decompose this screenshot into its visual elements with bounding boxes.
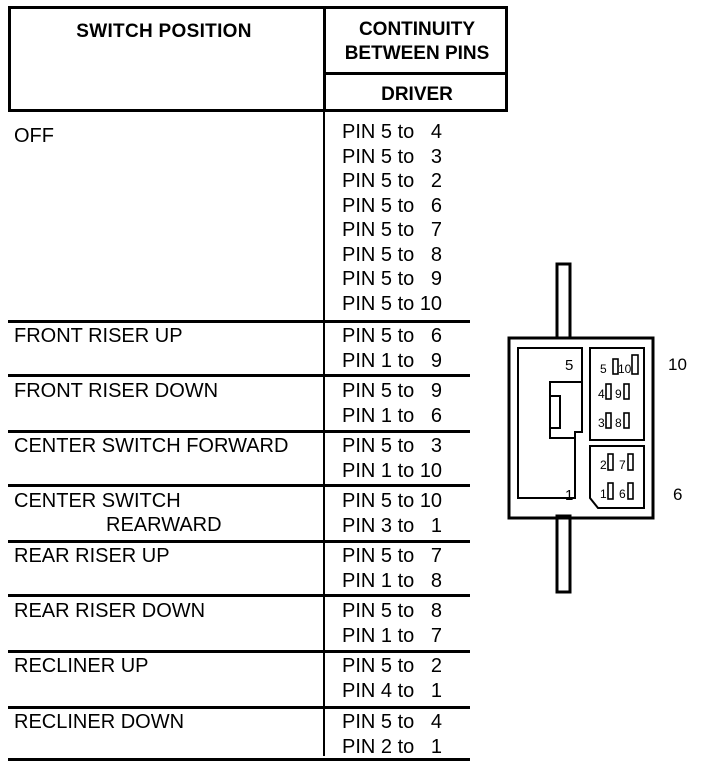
connector-top-tab	[555, 262, 572, 340]
pin-slot	[605, 412, 612, 429]
switch-position-label: FRONT RISER UP	[14, 325, 183, 347]
pin-pair: PIN 2 to 1	[342, 735, 443, 758]
header-border	[8, 6, 508, 112]
switch-position-label: REAR RISER DOWN	[14, 600, 206, 622]
row-divider	[8, 484, 470, 487]
pin-slot	[612, 358, 619, 375]
pin-pair: PIN 1 to 9	[342, 349, 443, 372]
pin-pair: PIN 1 to 10	[342, 459, 443, 482]
pin-continuity-list: PIN 5 to 10 PIN 3 to 1	[342, 489, 442, 538]
pin-label-8: 8	[615, 416, 622, 430]
pin-continuity-list: PIN 5 to 2 PIN 4 to 1	[342, 654, 442, 703]
pin-label-2: 2	[600, 458, 607, 472]
pin-pair: PIN 5 to 6	[342, 194, 443, 217]
continuity-heading-line2: BETWEEN PINS	[344, 43, 490, 64]
pin-pair: PIN 4 to 1	[342, 679, 443, 702]
pin-label-9: 9	[615, 387, 622, 401]
pin-label-4: 4	[598, 387, 605, 401]
pin-label-1: 1	[600, 487, 607, 501]
pin-pair: PIN 1 to 6	[342, 404, 443, 427]
pin-pair: PIN 5 to 7	[342, 219, 443, 241]
pin-continuity-list: PIN 5 to 3 PIN 1 to 10	[342, 434, 442, 483]
row-divider	[8, 594, 470, 597]
pin-pair: PIN 5 to 2	[342, 170, 443, 192]
switch-position-label: CENTER SWITCH FORWARD	[14, 435, 289, 457]
row-divider	[8, 320, 470, 323]
row-divider	[8, 374, 470, 377]
driver-heading: DRIVER	[381, 84, 453, 105]
pin-label-10: 10	[618, 362, 632, 376]
pin-pair: PIN 5 to 10	[342, 292, 443, 315]
pin-pair: PIN 3 to 1	[342, 514, 443, 537]
pin-label-3: 3	[598, 416, 605, 430]
pin-continuity-list: PIN 5 to 7 PIN 1 to 8	[342, 544, 442, 593]
pin-label-6: 6	[619, 487, 626, 501]
pin-pair: PIN 5 to 9	[342, 380, 443, 402]
pin-pair: PIN 5 to 9	[342, 268, 443, 290]
pin-pair: PIN 5 to 8	[342, 243, 443, 266]
pin-pair: PIN 5 to 2	[342, 655, 443, 677]
continuity-heading: CONTINUITY BETWEEN PINS	[326, 18, 508, 66]
pin-continuity-list: PIN 5 to 9 PIN 1 to 6	[342, 379, 442, 428]
connector-bottom-tab	[555, 514, 572, 594]
row-divider	[8, 650, 470, 653]
pin-slot	[627, 482, 634, 500]
outer-label-5: 5	[565, 357, 573, 374]
switch-position-label: OFF	[14, 125, 54, 147]
pin-pair: PIN 1 to 8	[342, 569, 443, 592]
pin-slot	[605, 383, 612, 400]
pin-label-5: 5	[600, 362, 607, 376]
pin-pair: PIN 5 to 4	[342, 711, 443, 733]
continuity-heading-line1: CONTINUITY	[358, 19, 476, 40]
pin-continuity-list: PIN 5 to 4 PIN 5 to 3 PIN 5 to 2 PIN 5 t…	[342, 120, 442, 316]
row-divider	[8, 706, 470, 709]
pin-pair: PIN 5 to 3	[342, 435, 443, 457]
switch-position-heading: SWITCH POSITION	[76, 21, 252, 42]
pin-slot	[607, 482, 614, 500]
pin-pair: PIN 5 to 4	[342, 121, 443, 143]
switch-position-label: RECLINER UP	[14, 655, 149, 677]
pin-slot	[631, 354, 639, 375]
pin-continuity-list: PIN 5 to 4 PIN 2 to 1	[342, 710, 442, 759]
pin-pair: PIN 5 to 8	[342, 600, 443, 622]
table-column-divider	[323, 112, 325, 756]
header-column-divider	[323, 6, 326, 112]
pin-label-7: 7	[619, 458, 626, 472]
table-header: SWITCH POSITION CONTINUITY BETWEEN PINS …	[8, 6, 508, 112]
pin-pair: PIN 1 to 7	[342, 624, 443, 647]
connector-key-step	[550, 395, 561, 429]
pin-block-lower	[589, 445, 645, 509]
outer-label-6: 6	[673, 485, 682, 504]
switch-position-label: RECLINER DOWN	[14, 711, 185, 733]
row-divider	[8, 430, 470, 433]
switch-position-label: CENTER SWITCH	[14, 490, 181, 512]
pin-slot	[607, 453, 614, 471]
pin-pair: PIN 5 to 10	[342, 490, 443, 512]
pin-slot	[627, 453, 634, 471]
connector-key-notch	[549, 381, 582, 439]
connector-inner-outline	[517, 347, 583, 499]
switch-position-label-continued: REARWARD	[106, 514, 222, 536]
pin-slot	[623, 412, 630, 429]
switch-position-label: FRONT RISER DOWN	[14, 380, 219, 402]
connector-housing	[507, 336, 655, 520]
pin-pair: PIN 5 to 3	[342, 145, 443, 168]
pin-pair: PIN 5 to 6	[342, 325, 443, 347]
header-row-divider	[323, 72, 508, 75]
pin-slot	[623, 383, 630, 400]
outer-label-10: 10	[668, 355, 687, 374]
pin-pair: PIN 5 to 7	[342, 545, 443, 567]
pin-block-upper	[589, 347, 645, 441]
switch-position-label: REAR RISER UP	[14, 545, 170, 567]
switch-connector-diagram: 5 10 4 9 3 8 2 7 1 6 5 10 1 6	[507, 262, 687, 594]
row-divider	[8, 540, 470, 543]
outer-label-1: 1	[565, 487, 573, 504]
pin-continuity-list: PIN 5 to 6 PIN 1 to 9	[342, 324, 442, 373]
table-bottom-rule	[8, 758, 470, 761]
pin-continuity-list: PIN 5 to 8 PIN 1 to 7	[342, 599, 442, 648]
